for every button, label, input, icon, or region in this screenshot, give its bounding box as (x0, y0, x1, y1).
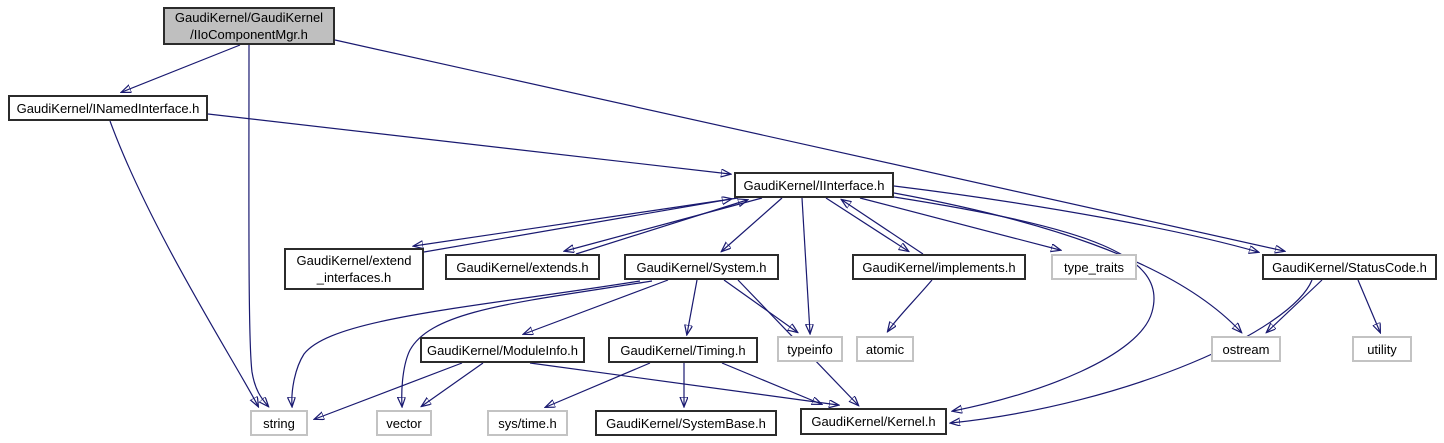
edge-system-to-moduleinfo (524, 279, 669, 334)
edge-iinterface-to-system (722, 197, 783, 251)
graph-node-system[interactable]: GaudiKernel/System.h (624, 254, 779, 280)
graph-node-statuscode[interactable]: GaudiKernel/StatusCode.h (1262, 254, 1437, 280)
graph-node-inamedinterface[interactable]: GaudiKernel/INamedInterface.h (8, 95, 208, 121)
edge-iinterface-to-extends (565, 197, 763, 251)
edge-timing-to-kernel (721, 362, 821, 404)
edge-extends-to-iinterface (575, 200, 747, 255)
edge-iinterface-to-implements (825, 197, 908, 251)
edge-inamedinterface-to-string (109, 120, 258, 406)
edge-statuscode-to-ostream (1267, 279, 1323, 332)
edge-system-to-string (292, 280, 641, 406)
edge-system-to-timing (687, 279, 698, 334)
edge-iiocomponentmgr-to-statuscode (334, 39, 1284, 251)
edge-moduleinfo-to-string (315, 362, 463, 419)
graph-node-label: GaudiKernel/IInterface.h (743, 177, 885, 193)
edge-implements-to-iinterface (842, 200, 924, 255)
graph-node-extend-interfaces[interactable]: GaudiKernel/extend _interfaces.h (284, 248, 424, 290)
graph-node-label: /IIoComponentMgr.h (190, 27, 308, 42)
edge-iiocomponentmgr-to-string (248, 44, 268, 406)
graph-node-label: vector (386, 415, 422, 431)
graph-node-atomic: atomic (856, 336, 914, 362)
graph-node-string: string (250, 410, 308, 436)
edge-iinterface-to-ostream (893, 192, 1241, 332)
edge-extend-interfaces-to-iinterface (423, 199, 731, 253)
graph-node-iiocomponentmgr: GaudiKernel/GaudiKernel/IIoComponentMgr.… (163, 7, 335, 45)
edge-statuscode-to-kernel (951, 279, 1313, 423)
graph-node-label: GaudiKernel/implements.h (862, 259, 1016, 275)
edge-iinterface-to-typeinfo (801, 197, 810, 333)
graph-node-label: GaudiKernel/Timing.h (620, 342, 746, 358)
graph-node-ostream: ostream (1211, 336, 1281, 362)
edge-iinterface-to-extend-interfaces (414, 197, 739, 246)
graph-node-typeinfo: typeinfo (777, 336, 843, 362)
graph-node-label: GaudiKernel/Kernel.h (811, 414, 936, 429)
edge-timing-to-sys-time (546, 362, 651, 407)
graph-node-label: GaudiKernel/SystemBase.h (606, 415, 766, 431)
graph-node-vector: vector (376, 410, 432, 436)
graph-node-extends[interactable]: GaudiKernel/extends.h (445, 254, 600, 280)
edge-iiocomponentmgr-to-inamedinterface (122, 44, 241, 92)
graph-node-label: typeinfo (787, 341, 833, 357)
graph-node-sys-time: sys/time.h (487, 410, 568, 436)
edge-system-to-vector (402, 280, 653, 406)
edge-system-to-typeinfo (723, 279, 797, 332)
edge-inamedinterface-to-iinterface (207, 113, 730, 174)
graph-node-label: GaudiKernel/INamedInterface.h (16, 100, 200, 116)
graph-node-utility: utility (1352, 336, 1412, 362)
edge-implements-to-atomic (888, 279, 933, 331)
graph-node-label: GaudiKernel/StatusCode.h (1272, 259, 1427, 275)
graph-node-systembase[interactable]: GaudiKernel/SystemBase.h (595, 410, 777, 436)
graph-node-timing[interactable]: GaudiKernel/Timing.h (608, 337, 758, 363)
graph-node-label: ostream (1222, 341, 1270, 357)
graph-node-label: type_traits (1064, 259, 1124, 275)
edge-iinterface-to-kernel (893, 196, 1155, 411)
edge-iinterface-to-statuscode (893, 185, 1258, 252)
graph-node-label: sys/time.h (498, 415, 557, 431)
graph-node-iinterface[interactable]: GaudiKernel/IInterface.h (734, 172, 894, 198)
graph-node-label: string (263, 415, 295, 431)
graph-node-label: atomic (865, 341, 905, 357)
edge-moduleinfo-to-vector (422, 362, 484, 406)
graph-node-label: GaudiKernel/GaudiKernel (174, 10, 324, 25)
graph-node-label: GaudiKernel/extends.h (456, 259, 589, 275)
graph-node-implements[interactable]: GaudiKernel/implements.h (852, 254, 1026, 280)
graph-node-label: _interfaces.h (316, 270, 392, 285)
edge-statuscode-to-utility (1357, 279, 1380, 332)
graph-node-kernel[interactable]: GaudiKernel/Kernel.h (800, 408, 947, 435)
graph-node-moduleinfo[interactable]: GaudiKernel/ModuleInfo.h (420, 337, 585, 363)
graph-node-type-traits: type_traits (1051, 254, 1137, 280)
graph-node-label: GaudiKernel/extend (296, 253, 412, 268)
graph-node-label: GaudiKernel/ModuleInfo.h (426, 342, 579, 358)
graph-node-label: GaudiKernel/System.h (636, 259, 767, 275)
graph-node-label: utility (1367, 341, 1397, 357)
edge-iinterface-to-type-traits (859, 197, 1060, 250)
